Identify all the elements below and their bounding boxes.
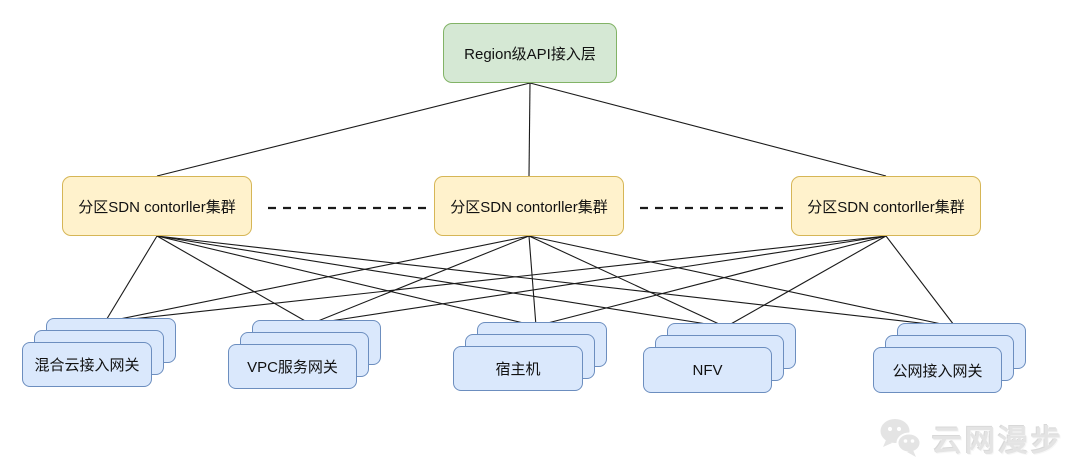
- connector-line: [528, 235, 956, 328]
- connector-line: [156, 235, 537, 327]
- node-leaf2: VPC服务网关: [228, 344, 357, 389]
- connector-line: [535, 235, 887, 327]
- connector-line: [885, 235, 956, 328]
- connector-line: [156, 235, 726, 328]
- node-label-leaf2: VPC服务网关: [247, 359, 338, 376]
- connector-line: [528, 235, 726, 328]
- node-label-api: Region级API接入层: [464, 45, 596, 63]
- node-label-sdn3: 分区SDN contorller集群: [807, 198, 965, 216]
- node-leaf5: 公网接入网关: [873, 347, 1002, 393]
- node-leaf3: 宿主机: [453, 346, 583, 391]
- wechat-icon: [880, 419, 922, 457]
- watermark: 云网漫步: [879, 416, 1064, 460]
- connector-line: [156, 235, 956, 328]
- node-sdn1: 分区SDN contorller集群: [62, 176, 252, 236]
- node-label-sdn2: 分区SDN contorller集群: [450, 198, 608, 216]
- connector-line: [310, 235, 887, 325]
- node-label-leaf1: 混合云接入网关: [34, 357, 140, 374]
- connector-line: [529, 82, 887, 177]
- node-leaf4: NFV: [643, 347, 772, 393]
- node-api: Region级API接入层: [443, 23, 617, 83]
- connector-line: [528, 82, 531, 177]
- node-sdn2: 分区SDN contorller集群: [434, 176, 624, 236]
- node-leaf1: 混合云接入网关: [22, 342, 152, 387]
- connector-line: [104, 235, 887, 323]
- watermark-text: 云网漫步: [932, 425, 1064, 458]
- node-label-leaf4: NFV: [692, 361, 723, 379]
- node-sdn3: 分区SDN contorller集群: [791, 176, 981, 236]
- node-label-leaf3: 宿主机: [495, 361, 541, 378]
- connector-line: [156, 82, 531, 177]
- node-label-sdn1: 分区SDN contorller集群: [78, 198, 236, 216]
- connector-line: [725, 235, 887, 328]
- connector-line: [528, 235, 537, 327]
- connector-line: [104, 235, 158, 323]
- connector-line: [310, 235, 530, 325]
- connector-line: [156, 235, 311, 325]
- node-label-leaf5: 公网接入网关: [892, 362, 983, 380]
- connector-line: [104, 235, 530, 323]
